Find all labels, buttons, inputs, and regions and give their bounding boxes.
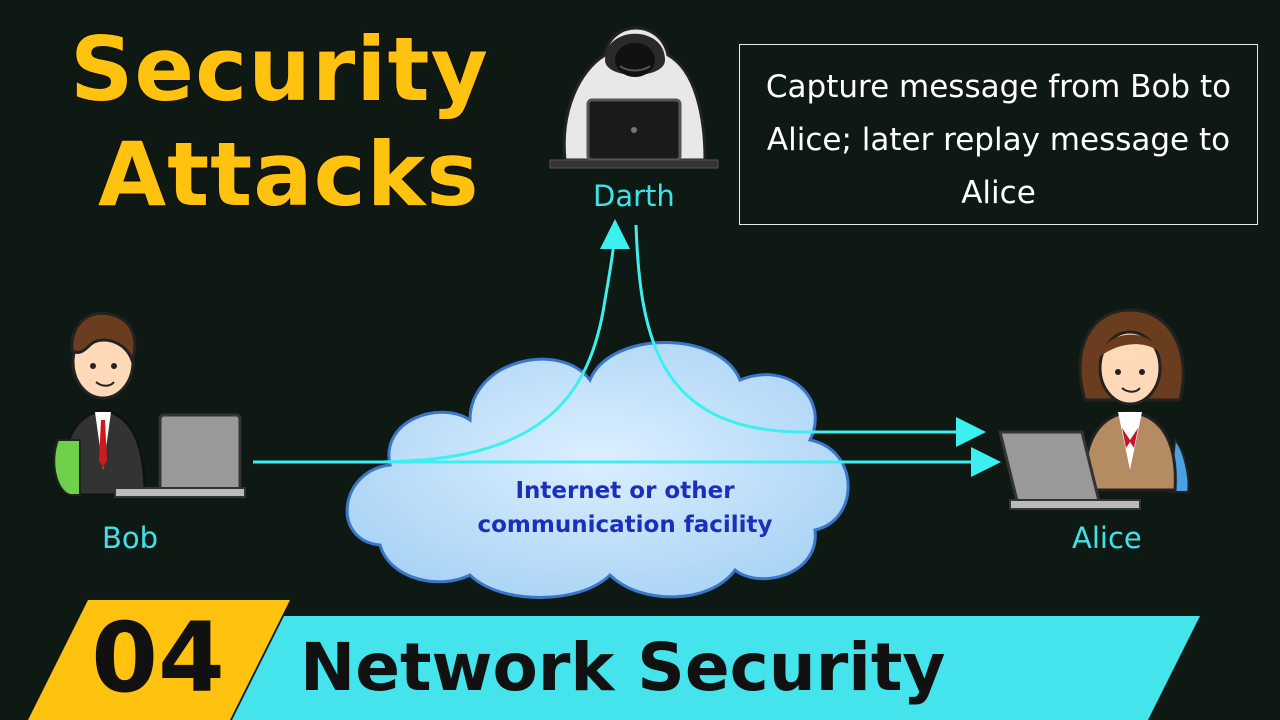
episode-number: 04 [91,602,225,714]
course-banner [232,616,1200,720]
label-bob: Bob [102,521,159,555]
replay-arrow [634,224,986,447]
cloud-icon [345,341,850,599]
hooded-hacker-with-laptop-icon [549,26,719,169]
attack-description-box: Capture message from Bob to Alice; later… [739,44,1258,225]
label-darth: Darth [593,179,675,213]
businesswoman-with-laptop-icon [998,308,1190,510]
course-title: Network Security [300,629,946,706]
title-line-2: Attacks [97,123,481,226]
network-label: Internet or other communication facility [477,478,773,538]
businessman-with-laptop-icon [53,311,246,498]
capture-arrow [374,219,630,464]
title-line-1: Security [69,18,490,121]
label-alice: Alice [1072,521,1142,555]
